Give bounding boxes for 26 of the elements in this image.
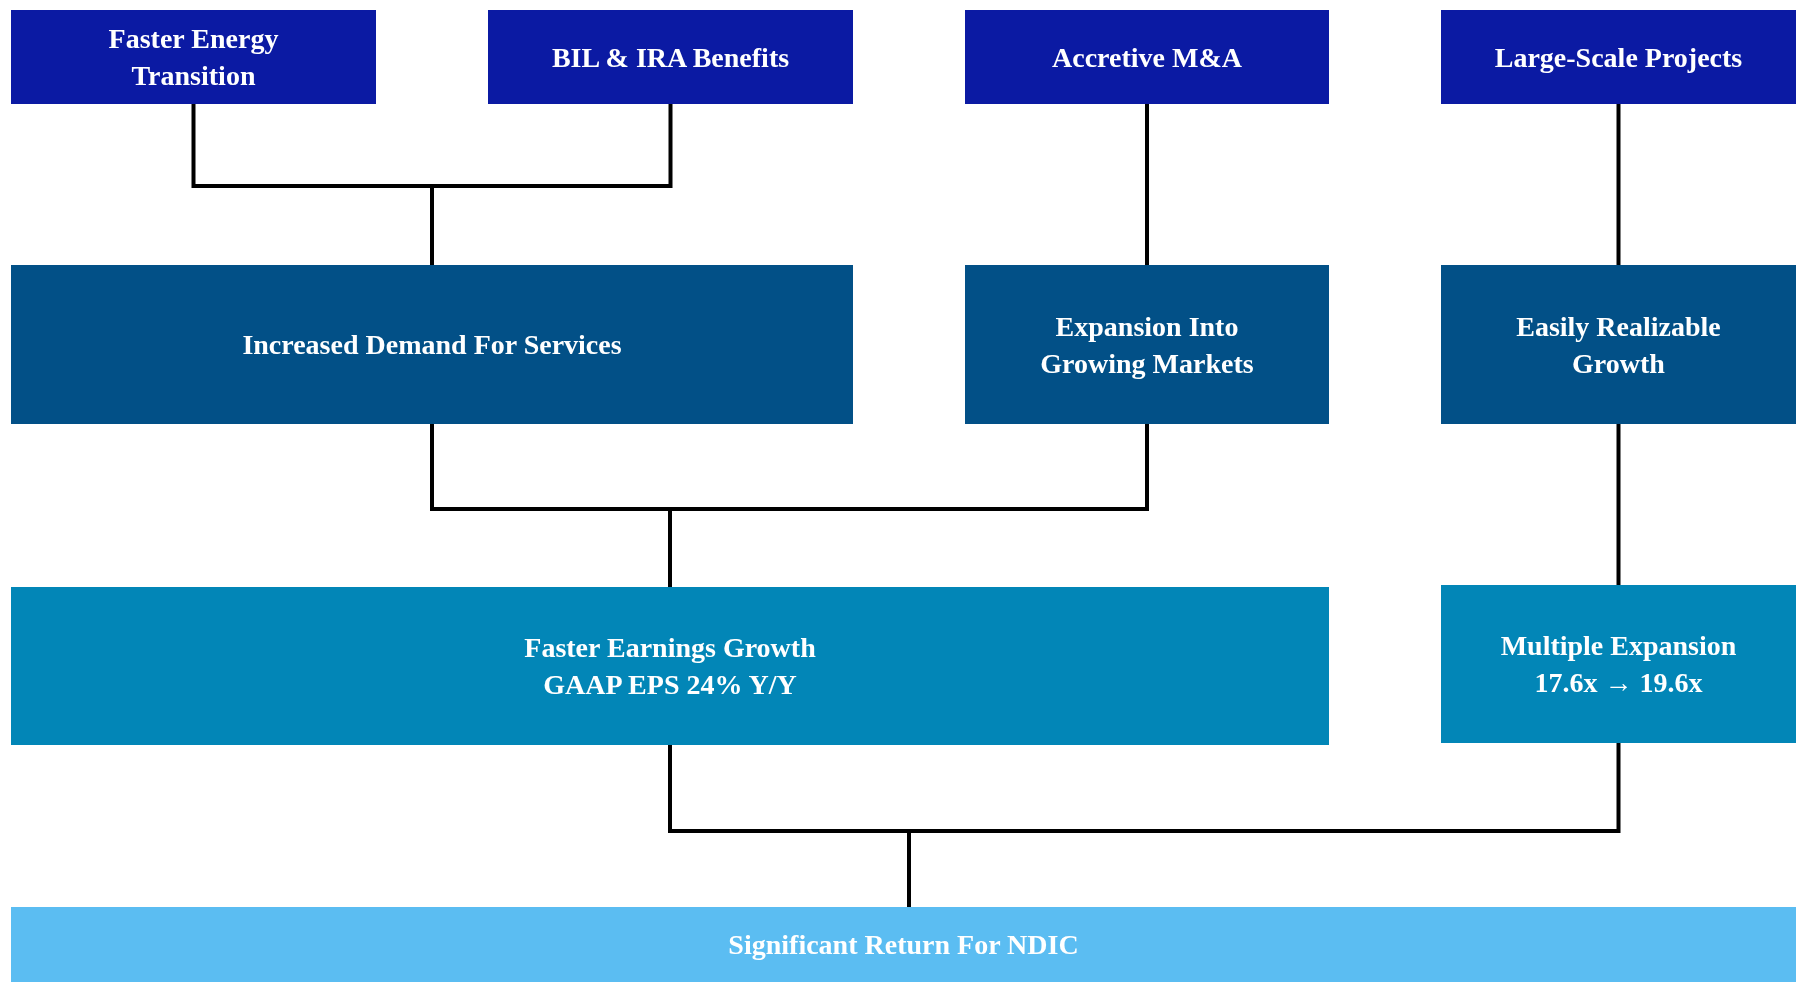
connector-line [1616,104,1621,265]
driver-box [965,10,1329,104]
effect-box [1441,265,1796,424]
box-label: 17.6x → 19.6x [1534,666,1703,700]
outcome-box [11,907,1796,982]
box-label: Accretive M&A [1052,40,1242,75]
box-label: GAAP EPS 24% Y/Y [543,668,797,702]
driver-box [488,10,853,104]
box-label: Expansion Into Growing Markets [1039,309,1255,381]
result-box [11,587,1329,745]
effect-box [11,265,853,424]
box-label: Faster Energy Transition [107,22,280,93]
box-label: Multiple Expansion [1500,629,1737,663]
connector-line [1616,424,1621,585]
connector-line [430,104,673,265]
box-label: Increased Demand For Services [242,328,622,362]
driver-box [11,10,376,104]
box-label: BIL & IRA Benefits [551,40,790,75]
result-box [1441,585,1796,743]
driver-box [1441,10,1796,104]
connector-line [1145,104,1149,265]
effect-box [965,265,1329,424]
box-label: Faster Earnings Growth [524,631,816,665]
box-label: Significant Return For NDIC [728,928,1079,962]
box-label: Large-Scale Projects [1494,40,1743,75]
box-label: Easily Realizable Growth [1515,309,1722,381]
